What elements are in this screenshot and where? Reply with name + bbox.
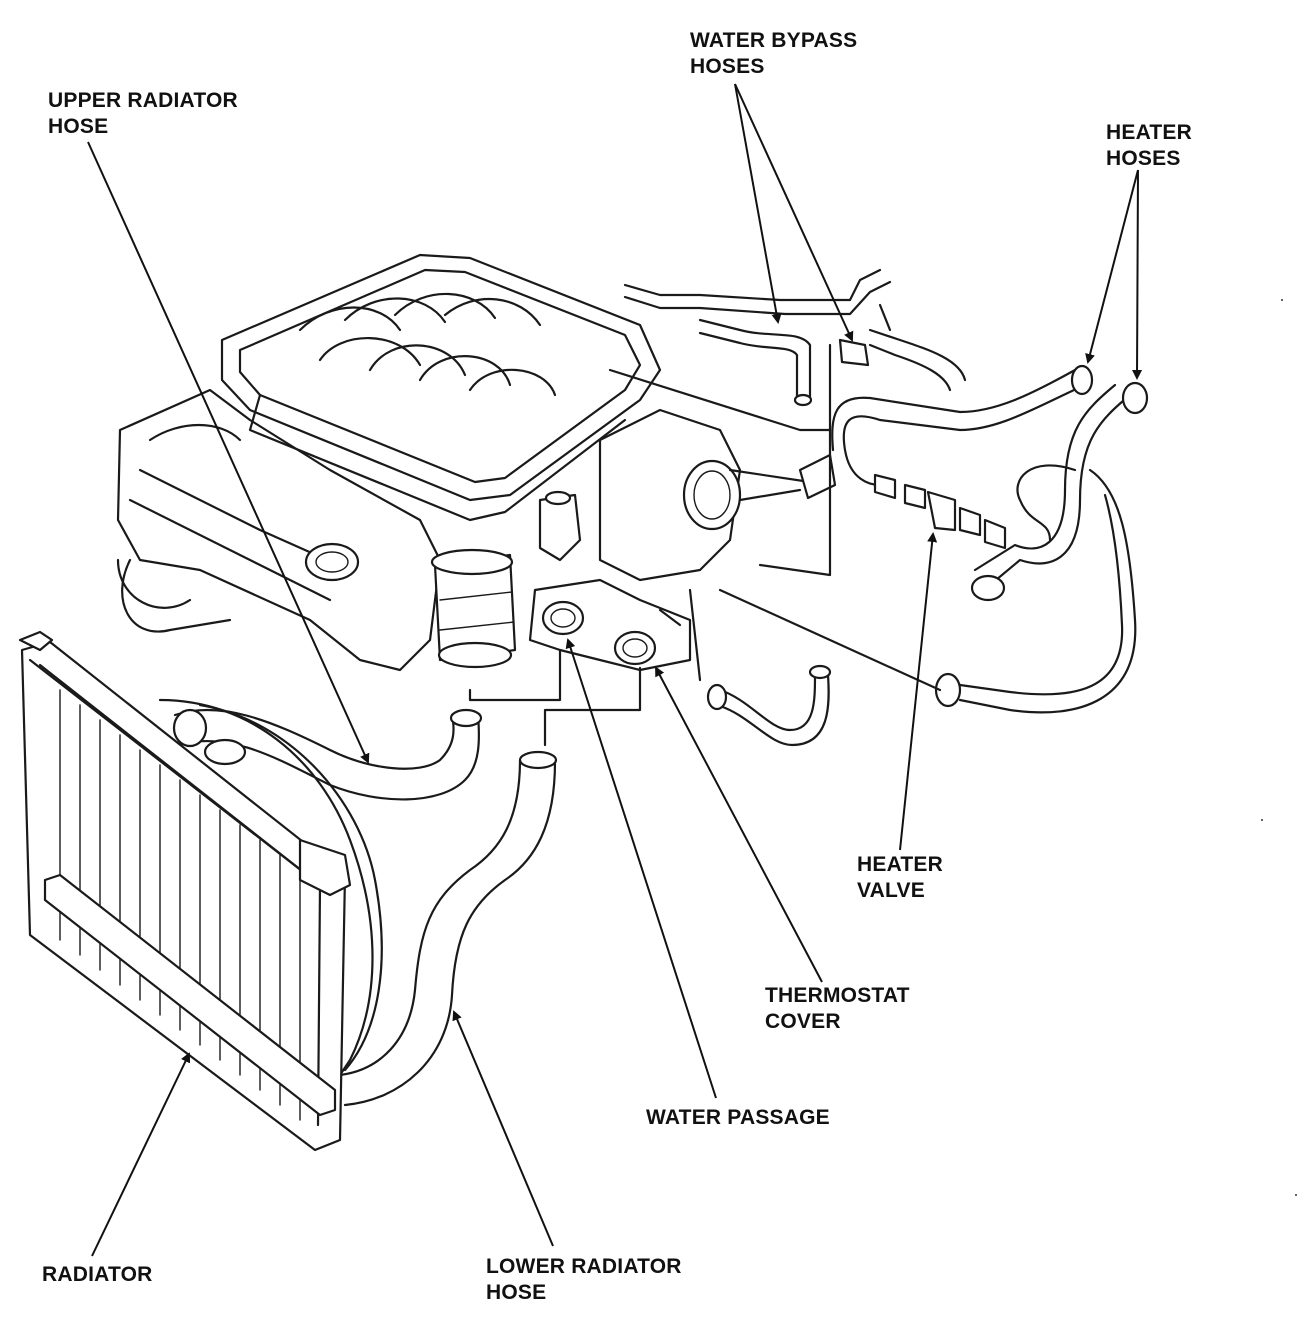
fan-shroud (158, 698, 383, 1077)
label-line: COVER (765, 1010, 841, 1033)
label-line: RADIATOR (42, 1263, 153, 1286)
label-line: THERMOSTAT (765, 984, 910, 1007)
water-bypass-hoses-leader-2 (734, 83, 854, 342)
thermostat-cover-leader (655, 666, 823, 983)
water-passage-leader (565, 638, 717, 1099)
label-water-bypass-hoses: WATER BYPASS HOSES (690, 28, 857, 80)
water-bypass-hoses-leader-1 (734, 83, 782, 324)
label-line: LOWER RADIATOR (486, 1255, 682, 1278)
upper-radiator-hose-leader (87, 141, 370, 764)
throttle-body (538, 408, 837, 582)
label-upper-radiator-hose: UPPER RADIATOR HOSE (48, 88, 238, 140)
scan-specks (1261, 299, 1297, 1196)
label-line: HOSE (486, 1281, 547, 1304)
label-line: WATER BYPASS (690, 29, 858, 52)
heater-valve-leader (899, 532, 938, 851)
label-heater-hoses: HEATER HOSES (1106, 120, 1192, 172)
label-line: HOSES (690, 55, 765, 78)
heater-hoses-leader-2 (1132, 169, 1143, 380)
lower-radiator-hose-leader (452, 1010, 554, 1247)
label-line: HOSES (1106, 147, 1181, 170)
radiator-core (18, 630, 352, 1152)
leader-lines (87, 83, 1143, 1257)
radiator-leader (91, 1052, 191, 1257)
radiator-cap (203, 738, 247, 766)
intake-manifold (220, 253, 662, 522)
label-thermostat-cover: THERMOSTAT COVER (765, 983, 910, 1035)
egr-valve (430, 548, 517, 669)
heater-hoses-leader-1 (1085, 169, 1139, 364)
label-line: HEATER (857, 853, 943, 876)
water-passage-outlet (541, 600, 585, 636)
water-bypass-pipes (608, 268, 967, 577)
heater-hoses (718, 364, 1149, 714)
label-line: UPPER RADIATOR (48, 89, 238, 112)
label-line: HOSE (48, 115, 109, 138)
thermostat-housing (528, 578, 692, 672)
label-line: WATER PASSAGE (646, 1106, 830, 1129)
label-line: HEATER (1106, 121, 1192, 144)
small-bypass-hose (688, 588, 832, 747)
label-water-passage: WATER PASSAGE (646, 1105, 830, 1131)
thermostat-cover-outlet (613, 630, 657, 666)
heater-valve (873, 473, 1007, 550)
label-heater-valve: HEATER VALVE (857, 852, 943, 904)
label-lower-radiator-hose: LOWER RADIATOR HOSE (486, 1254, 682, 1306)
label-radiator: RADIATOR (42, 1262, 153, 1288)
lower-radiator-hose (338, 648, 642, 1107)
label-line: VALVE (857, 879, 925, 902)
engine-block (116, 388, 442, 672)
